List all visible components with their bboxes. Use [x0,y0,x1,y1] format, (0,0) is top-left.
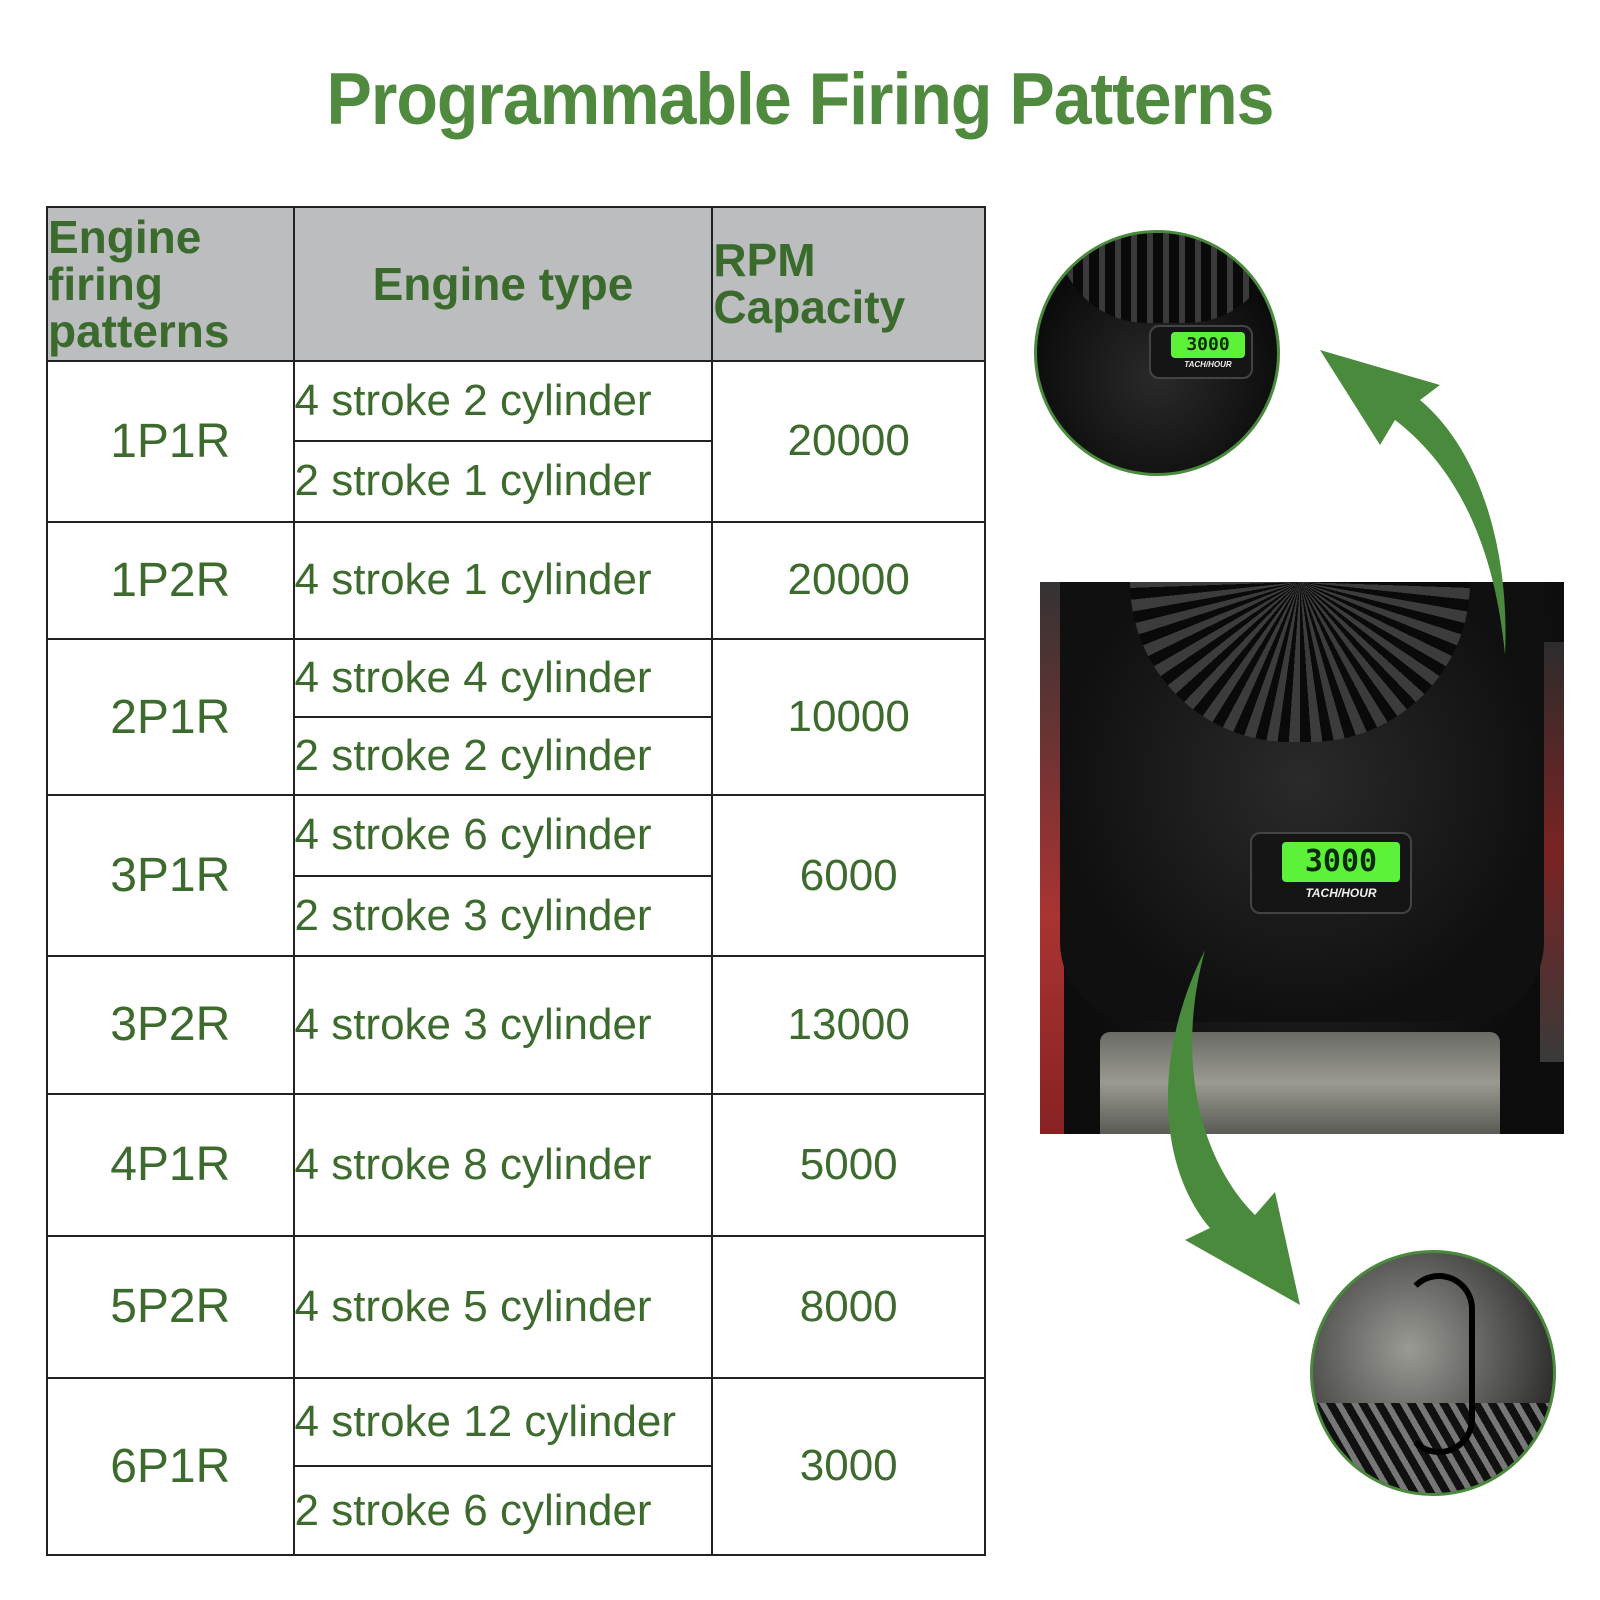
table-row: 4P1R 4 stroke 8 cylinder 5000 [46,1092,986,1237]
page-title: Programmable Firing Patterns [326,57,1275,141]
header-rpm-capacity: RPM Capacity [711,206,986,362]
rpm-cell: 10000 [711,637,986,797]
pattern-cell: 6P1R [46,1376,295,1557]
header-line: patterns [48,304,230,357]
tachometer-display-small: 3000 [1171,332,1245,358]
header-line: Engine [48,210,202,263]
engine-type-cell: 2 stroke 2 cylinder [292,716,714,797]
header-engine-type: Engine type [292,206,714,362]
engine-type-cell: 4 stroke 2 cylinder [292,359,714,443]
pattern-cell: 3P2R [46,954,295,1095]
table-row: 1P1R 4 stroke 2 cylinder 20000 [46,359,986,523]
table-row: 2 stroke 2 cylinder [47,716,985,797]
engine-type-cell: 4 stroke 6 cylinder [292,794,714,877]
pattern-cell: 2P1R [46,637,295,797]
engine-type-cell: 2 stroke 3 cylinder [292,874,714,957]
tachometer-label-small: TACH/HOUR [1184,360,1232,369]
engine-type-cell: 4 stroke 1 cylinder [292,520,714,640]
arrow-down-icon [1167,950,1300,1305]
engine-type-cell: 4 stroke 12 cylinder [292,1376,714,1468]
engine-type-cell: 4 stroke 3 cylinder [292,954,714,1095]
header-line: Capacity [713,281,906,333]
table-row: 2 stroke 6 cylinder [47,1465,985,1556]
engine-type-cell: 4 stroke 5 cylinder [292,1234,714,1379]
engine-block [1100,1032,1500,1134]
engine-type-cell: 2 stroke 6 cylinder [292,1465,714,1556]
engine-type-cell: 4 stroke 8 cylinder [292,1092,714,1237]
tachometer-device-small: 3000 TACH/HOUR [1149,325,1253,379]
pattern-cell: 3P1R [46,794,295,957]
sensor-wire [1403,1273,1475,1455]
table-row: 5P2R 4 stroke 5 cylinder 8000 [46,1234,986,1379]
pattern-cell: 4P1R [46,1092,295,1237]
tachometer-display: 3000 [1282,842,1400,882]
table-row: 3P1R 4 stroke 6 cylinder 6000 [46,794,986,957]
engine-frame-right [1540,642,1564,1062]
arrow-up-icon [1320,350,1506,655]
table-row: 2P1R 4 stroke 4 cylinder 10000 [46,637,986,797]
rpm-cell: 20000 [711,520,986,640]
engine-photo: 3000 TACH/HOUR [1040,582,1564,1134]
table-row: 3P2R 4 stroke 3 cylinder 13000 [46,954,986,1095]
rpm-cell: 3000 [711,1376,986,1557]
rpm-cell: 20000 [711,360,986,523]
rpm-cell: 8000 [711,1234,986,1379]
table-row: 6P1R 4 stroke 12 cylinder 3000 [46,1376,986,1557]
rpm-cell: 13000 [711,954,986,1095]
pattern-cell: 1P2R [46,520,295,640]
pattern-cell: 1P1R [46,360,295,523]
header-line: Engine type [372,257,634,310]
header-engine-firing-patterns: Engine firing patterns [46,206,295,362]
mounted-tachometer-closeup: 3000 TACH/HOUR [1034,230,1280,476]
rpm-cell: 5000 [711,1092,986,1237]
engine-type-cell: 2 stroke 1 cylinder [292,440,714,523]
tachometer-device: 3000 TACH/HOUR [1250,832,1412,914]
table-header-row: Engine firing patterns Engine type RPM C… [46,206,986,362]
firing-pattern-table: Engine firing patterns Engine type RPM C… [46,206,986,1557]
header-line: RPM [713,234,816,286]
spark-plug-wire-closeup [1310,1250,1556,1496]
engine-type-cell: 4 stroke 4 cylinder [292,637,714,719]
header-line: firing [48,257,163,310]
tachometer-label: TACH/HOUR [1305,886,1377,900]
rpm-cell: 6000 [711,794,986,957]
table-row: 1P2R 4 stroke 1 cylinder 20000 [46,520,986,640]
pattern-cell: 5P2R [46,1234,295,1379]
table-row: 2 stroke 3 cylinder [47,874,985,957]
table-row: 2 stroke 1 cylinder [47,440,985,523]
